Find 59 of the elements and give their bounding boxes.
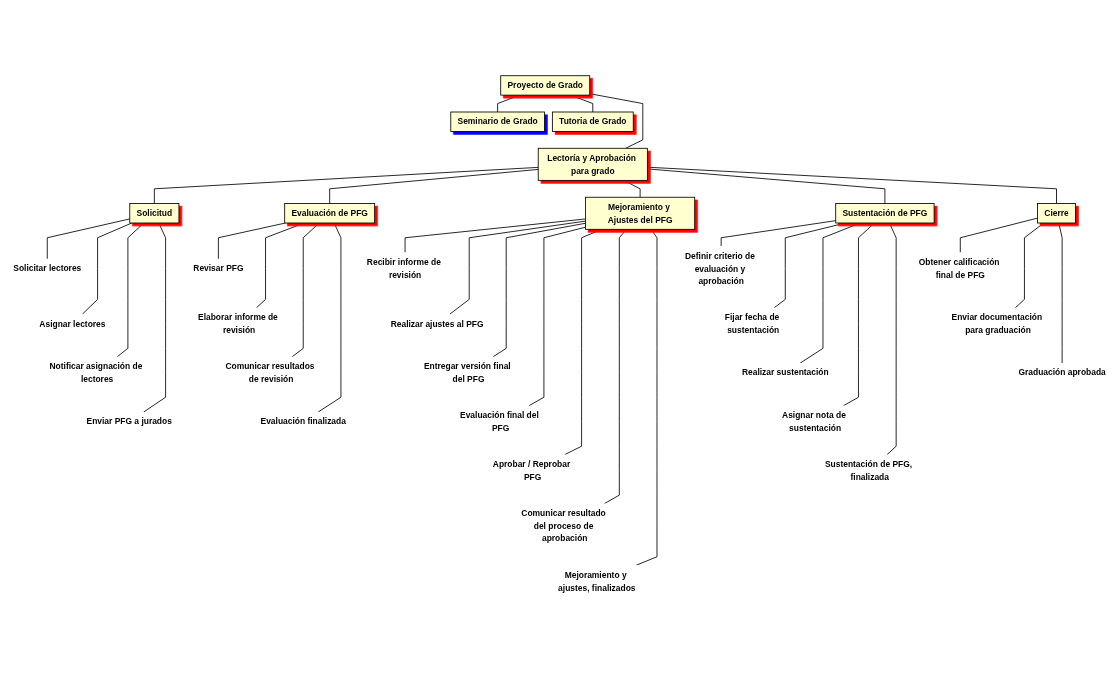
node-text: Revisar PFG bbox=[193, 263, 244, 273]
connector bbox=[46, 218, 131, 260]
node-box: Mejoramiento y Ajustes del PFG bbox=[585, 196, 696, 230]
node-text: Graduación aprobada bbox=[1018, 367, 1106, 378]
node-text: Asignar lectores bbox=[39, 318, 106, 329]
node-box: Sustentación de PFG bbox=[835, 203, 935, 224]
node-text: Obtener calificación final de PFG bbox=[918, 257, 1000, 280]
connector bbox=[153, 166, 539, 204]
connector bbox=[1058, 222, 1063, 364]
connector bbox=[589, 93, 644, 149]
connector bbox=[291, 222, 320, 358]
node-text: Mejoramiento y ajustes, finalizados bbox=[558, 569, 636, 592]
connector bbox=[635, 228, 658, 566]
node-text: Evaluación final del PFG bbox=[460, 410, 539, 433]
connector bbox=[449, 220, 586, 315]
node-text: Realizar ajustes al PFG bbox=[390, 318, 484, 329]
connector bbox=[720, 220, 837, 247]
node-text: Fijar fecha de sustentación bbox=[724, 312, 780, 335]
connector bbox=[886, 222, 897, 456]
node-box: Tutoria de Grado bbox=[551, 111, 634, 132]
node-text: Enviar documentación para graduación bbox=[951, 312, 1043, 335]
node-text: Sustentación de PFG, finalizada bbox=[824, 459, 913, 482]
connector bbox=[646, 168, 886, 204]
connector bbox=[623, 179, 641, 198]
connector bbox=[82, 222, 133, 315]
connector bbox=[217, 222, 286, 260]
node-text: Asignar nota de sustentación bbox=[782, 410, 846, 433]
node-box: Lectoría y Aprobación para grado bbox=[537, 147, 648, 181]
node-text: Enviar PFG a jurados bbox=[86, 416, 172, 427]
node-text: Notificar asignación de lectores bbox=[49, 361, 143, 384]
node-text: Comunicar resultados de revisión bbox=[225, 361, 315, 384]
node-text: Definir criterio de evaluación y aprobación bbox=[685, 250, 755, 286]
node-box: Solicitud bbox=[129, 203, 180, 224]
connector bbox=[1014, 222, 1045, 309]
node-box: Cierre bbox=[1037, 203, 1076, 224]
node-text: Evaluación finalizada bbox=[260, 416, 346, 427]
node-box: Seminario de Grado bbox=[450, 111, 545, 132]
node-text: Aprobar / Reprobar PFG bbox=[492, 459, 571, 482]
connector bbox=[492, 222, 586, 358]
connector bbox=[116, 222, 145, 358]
connector bbox=[317, 222, 342, 413]
connector bbox=[646, 166, 1057, 204]
node-text: Entregar versión final del PFG bbox=[423, 361, 511, 384]
node-box: Evaluación de PFG bbox=[284, 203, 376, 224]
node-text: Solicitar lectores bbox=[13, 263, 82, 273]
connector bbox=[329, 169, 539, 204]
node-text: Elaborar informe de revisión bbox=[198, 312, 278, 335]
connector bbox=[843, 222, 875, 407]
connector bbox=[404, 218, 586, 253]
connector bbox=[799, 222, 861, 364]
connector bbox=[256, 222, 305, 309]
connector bbox=[959, 217, 1038, 253]
node-text: Realizar sustentación bbox=[741, 367, 829, 378]
connector bbox=[528, 226, 586, 407]
node-box: Proyecto de Grado bbox=[500, 75, 591, 96]
connector bbox=[143, 222, 166, 413]
connector bbox=[603, 228, 627, 505]
node-text: Comunicar resultado del proceso de aprobación bbox=[521, 508, 606, 543]
node-text: Recibir informe de revisión bbox=[366, 257, 441, 280]
